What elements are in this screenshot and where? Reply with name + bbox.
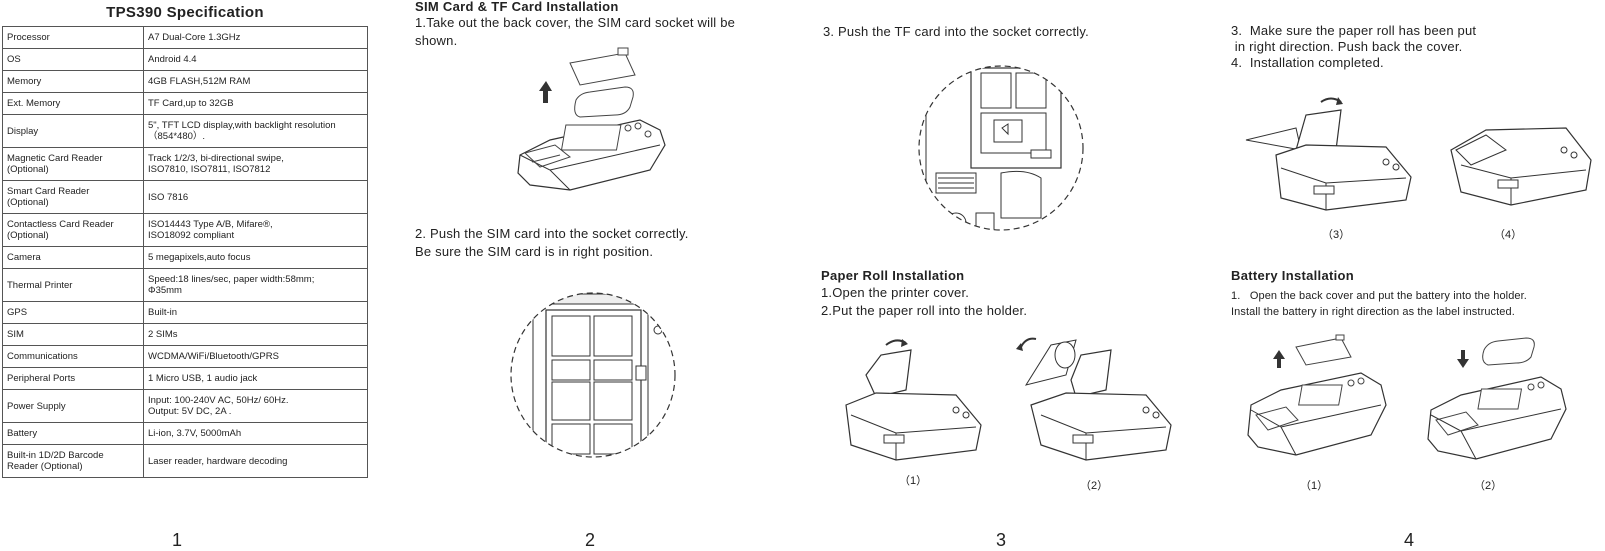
spec-value: 4GB FLASH,512M RAM bbox=[143, 70, 368, 93]
illustration-battery-insert bbox=[1427, 337, 1567, 460]
page-number-2: 2 bbox=[585, 530, 596, 550]
spec-key: Display bbox=[2, 114, 144, 148]
illustration-close-cover bbox=[1245, 97, 1412, 211]
spec-value: Laser reader, hardware decoding bbox=[143, 444, 368, 478]
spec-value: 2 SIMs bbox=[143, 323, 368, 346]
spec-value: Speed:18 lines/sec, paper width:58mm; Φ3… bbox=[143, 268, 368, 302]
sim-tf-heading: SIM Card & TF Card Installation bbox=[415, 0, 619, 14]
paper-roll-steps-3-4: 3. Make sure the paper roll has been put… bbox=[1231, 23, 1477, 70]
spec-value: 5", TFT LCD display,with backlight resol… bbox=[143, 114, 368, 148]
caption-2: （2） bbox=[1080, 480, 1109, 492]
spec-row: Magnetic Card Reader (Optional)Track 1/2… bbox=[2, 147, 368, 181]
spec-value: Built-in bbox=[143, 301, 368, 324]
spec-key: Power Supply bbox=[2, 389, 144, 423]
illustration-insert-paper-roll bbox=[1016, 337, 1172, 461]
spec-key: Contactless Card Reader (Optional) bbox=[2, 213, 144, 247]
caption-4: （4） bbox=[1494, 229, 1523, 241]
spec-row: Contactless Card Reader (Optional)ISO144… bbox=[2, 213, 368, 247]
spec-value: A7 Dual-Core 1.3GHz bbox=[143, 26, 368, 49]
spec-title: TPS390 Specification bbox=[106, 4, 264, 21]
sim-step-1: 1.Take out the back cover, the SIM card … bbox=[415, 15, 736, 48]
page-number-3: 3 bbox=[996, 530, 1007, 550]
page-3: 3. Push the TF card into the socket corr… bbox=[821, 0, 1236, 550]
spec-value: 5 megapixels,auto focus bbox=[143, 246, 368, 269]
spec-key: Peripheral Ports bbox=[2, 367, 144, 390]
spec-value: Android 4.4 bbox=[143, 48, 368, 71]
spec-key: Camera bbox=[2, 246, 144, 269]
paper-roll-heading: Paper Roll Installation bbox=[821, 268, 965, 283]
spec-key: Thermal Printer bbox=[2, 268, 144, 302]
spec-value: ISO 7816 bbox=[143, 180, 368, 214]
spec-key: GPS bbox=[2, 301, 144, 324]
paper-roll-steps: 1.Open the printer cover. 2.Put the pape… bbox=[821, 285, 1028, 318]
spec-value: TF Card,up to 32GB bbox=[143, 92, 368, 115]
caption-1: （1） bbox=[899, 475, 928, 487]
battery-instructions: 1. Open the back cover and put the batte… bbox=[1231, 290, 1527, 318]
illustration-sim-socket bbox=[510, 292, 676, 458]
spec-row: Built-in 1D/2D Barcode Reader (Optional)… bbox=[2, 444, 368, 478]
spec-key: Magnetic Card Reader (Optional) bbox=[2, 147, 144, 181]
illustration-installation-completed bbox=[1450, 127, 1592, 206]
page-2: SIM Card & TF Card Installation 1.Take o… bbox=[415, 0, 800, 550]
spec-key: Built-in 1D/2D Barcode Reader (Optional) bbox=[2, 444, 144, 478]
spec-key: OS bbox=[2, 48, 144, 71]
spec-key: Memory bbox=[2, 70, 144, 93]
spec-value: 1 Micro USB, 1 audio jack bbox=[143, 367, 368, 390]
page-4: 3. Make sure the paper roll has been put… bbox=[1231, 0, 1605, 550]
spec-value: Input: 100-240V AC, 50Hz/ 60Hz. Output: … bbox=[143, 389, 368, 423]
spec-row: Smart Card Reader (Optional)ISO 7816 bbox=[2, 180, 368, 214]
caption-3: （3） bbox=[1322, 229, 1351, 241]
spec-value: ISO14443 Type A/B, Mifare®, ISO18092 com… bbox=[143, 213, 368, 247]
spec-key: Smart Card Reader (Optional) bbox=[2, 180, 144, 214]
caption-battery-1: （1） bbox=[1300, 480, 1329, 492]
illustration-tf-socket bbox=[918, 65, 1084, 231]
spec-key: Processor bbox=[2, 26, 144, 49]
tf-step-3: 3. Push the TF card into the socket corr… bbox=[823, 24, 1089, 39]
spec-value: WCDMA/WiFi/Bluetooth/GPRS bbox=[143, 345, 368, 368]
page-number-1: 1 bbox=[172, 530, 183, 550]
spec-key: SIM bbox=[2, 323, 144, 346]
battery-heading: Battery Installation bbox=[1231, 268, 1355, 283]
illustration-remove-back-cover bbox=[517, 47, 666, 191]
spec-key: Ext. Memory bbox=[2, 92, 144, 115]
illustration-battery-open-cover bbox=[1247, 334, 1387, 456]
spec-value: Li-ion, 3.7V, 5000mAh bbox=[143, 422, 368, 445]
illustration-open-printer-cover bbox=[845, 339, 982, 461]
sim-step-2: 2. Push the SIM card into the socket cor… bbox=[415, 226, 689, 259]
caption-battery-2: （2） bbox=[1474, 480, 1503, 492]
spec-value: Track 1/2/3, bi-directional swipe, ISO78… bbox=[143, 147, 368, 181]
spec-key: Communications bbox=[2, 345, 144, 368]
spec-key: Battery bbox=[2, 422, 144, 445]
page-number-4: 4 bbox=[1404, 530, 1415, 550]
